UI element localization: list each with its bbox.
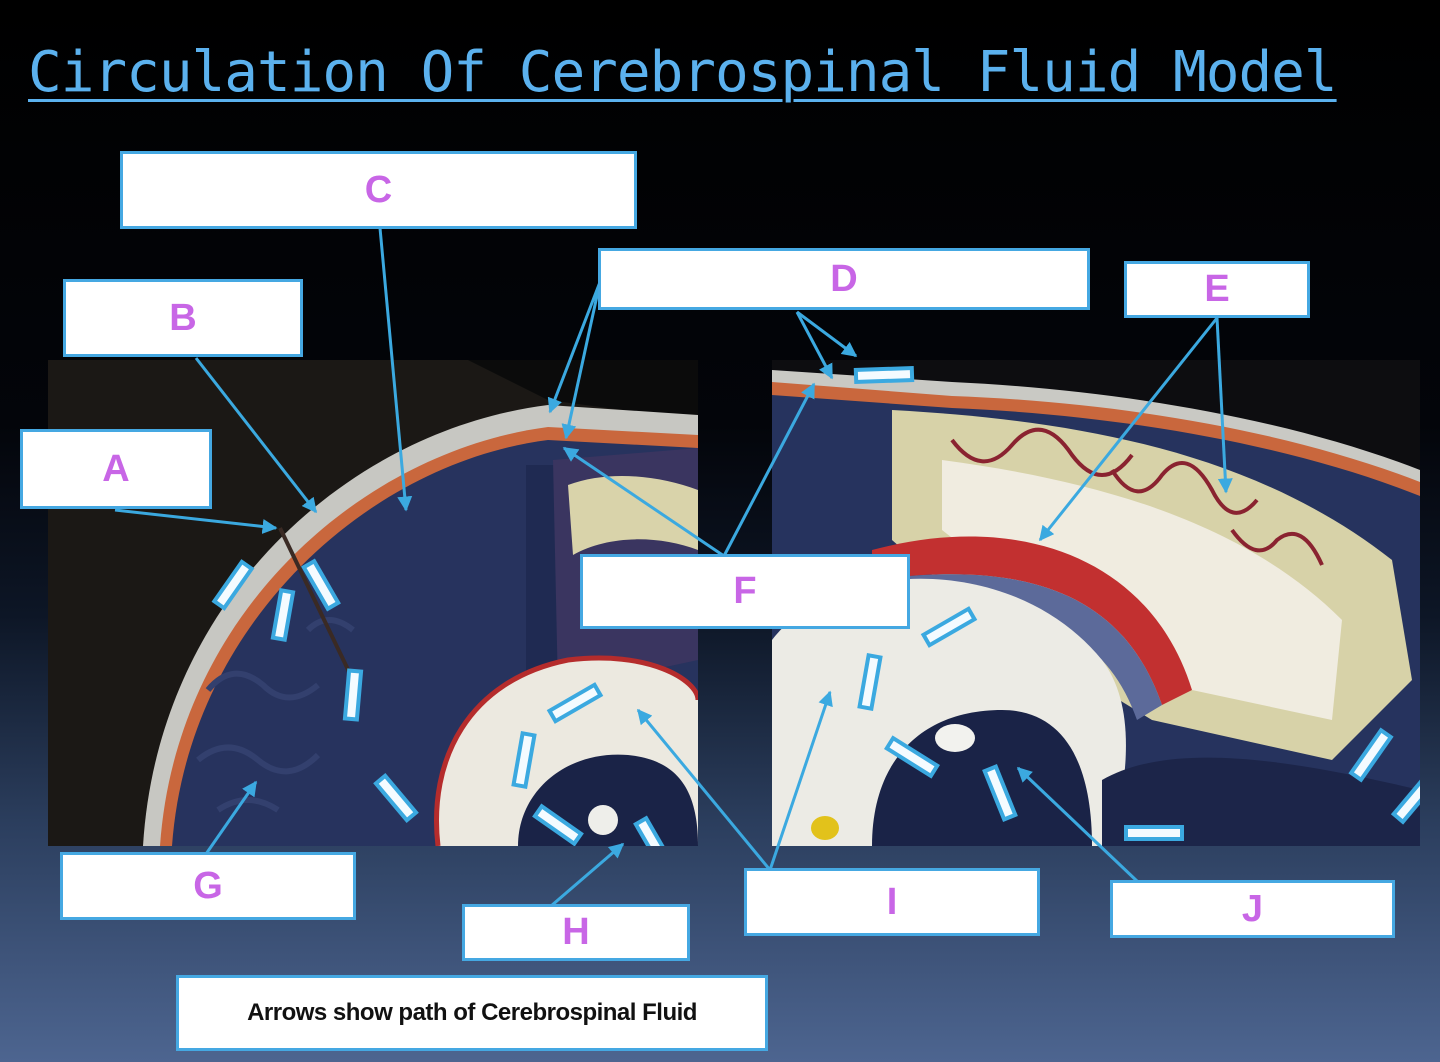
label-letter-j: J xyxy=(1241,887,1264,930)
caption-text: Arrows show path of Cerebrospinal Fluid xyxy=(247,999,697,1026)
label-box-f: F xyxy=(580,554,910,629)
slide-title: Circulation Of Cerebrospinal Fluid Model xyxy=(28,40,1338,105)
leader-line-i2 xyxy=(768,690,833,871)
leader-line-j xyxy=(1016,766,1140,884)
label-box-h: H xyxy=(462,904,690,961)
leader-line-f2 xyxy=(722,382,816,557)
label-letter-b: B xyxy=(169,296,197,339)
brain-model-photo-right xyxy=(772,360,1420,846)
label-box-b: B xyxy=(63,279,303,357)
label-letter-e: E xyxy=(1204,268,1230,310)
label-box-g: G xyxy=(60,852,356,920)
leader-line-g xyxy=(204,780,258,855)
label-letter-g: G xyxy=(193,864,223,907)
leader-line-c xyxy=(378,227,413,512)
label-letter-i: I xyxy=(886,880,898,923)
leader-line-a xyxy=(114,508,278,534)
label-letter-h: H xyxy=(562,911,590,953)
label-box-j: J xyxy=(1110,880,1395,938)
label-box-d: D xyxy=(598,248,1090,310)
label-letter-f: F xyxy=(733,570,757,612)
leader-line-d2 xyxy=(561,281,602,440)
label-letter-d: D xyxy=(830,257,858,300)
label-box-c: C xyxy=(120,151,637,229)
leader-line-f1 xyxy=(562,446,725,558)
label-box-e: E xyxy=(1124,261,1310,318)
caption-box: Arrows show path of Cerebrospinal Fluid xyxy=(176,975,768,1051)
leader-line-d3 xyxy=(795,311,834,380)
leader-line-e1 xyxy=(1038,317,1219,542)
leader-line-e2 xyxy=(1215,317,1233,494)
leader-line-h xyxy=(550,842,625,908)
label-letter-a: A xyxy=(102,447,130,490)
label-box-i: I xyxy=(744,868,1040,936)
leader-line-b xyxy=(194,357,318,514)
leader-line-d1 xyxy=(547,281,602,414)
label-letter-c: C xyxy=(364,168,393,211)
leader-line-d4 xyxy=(796,310,858,358)
leader-line-i1 xyxy=(636,708,772,871)
label-box-a: A xyxy=(20,429,212,509)
